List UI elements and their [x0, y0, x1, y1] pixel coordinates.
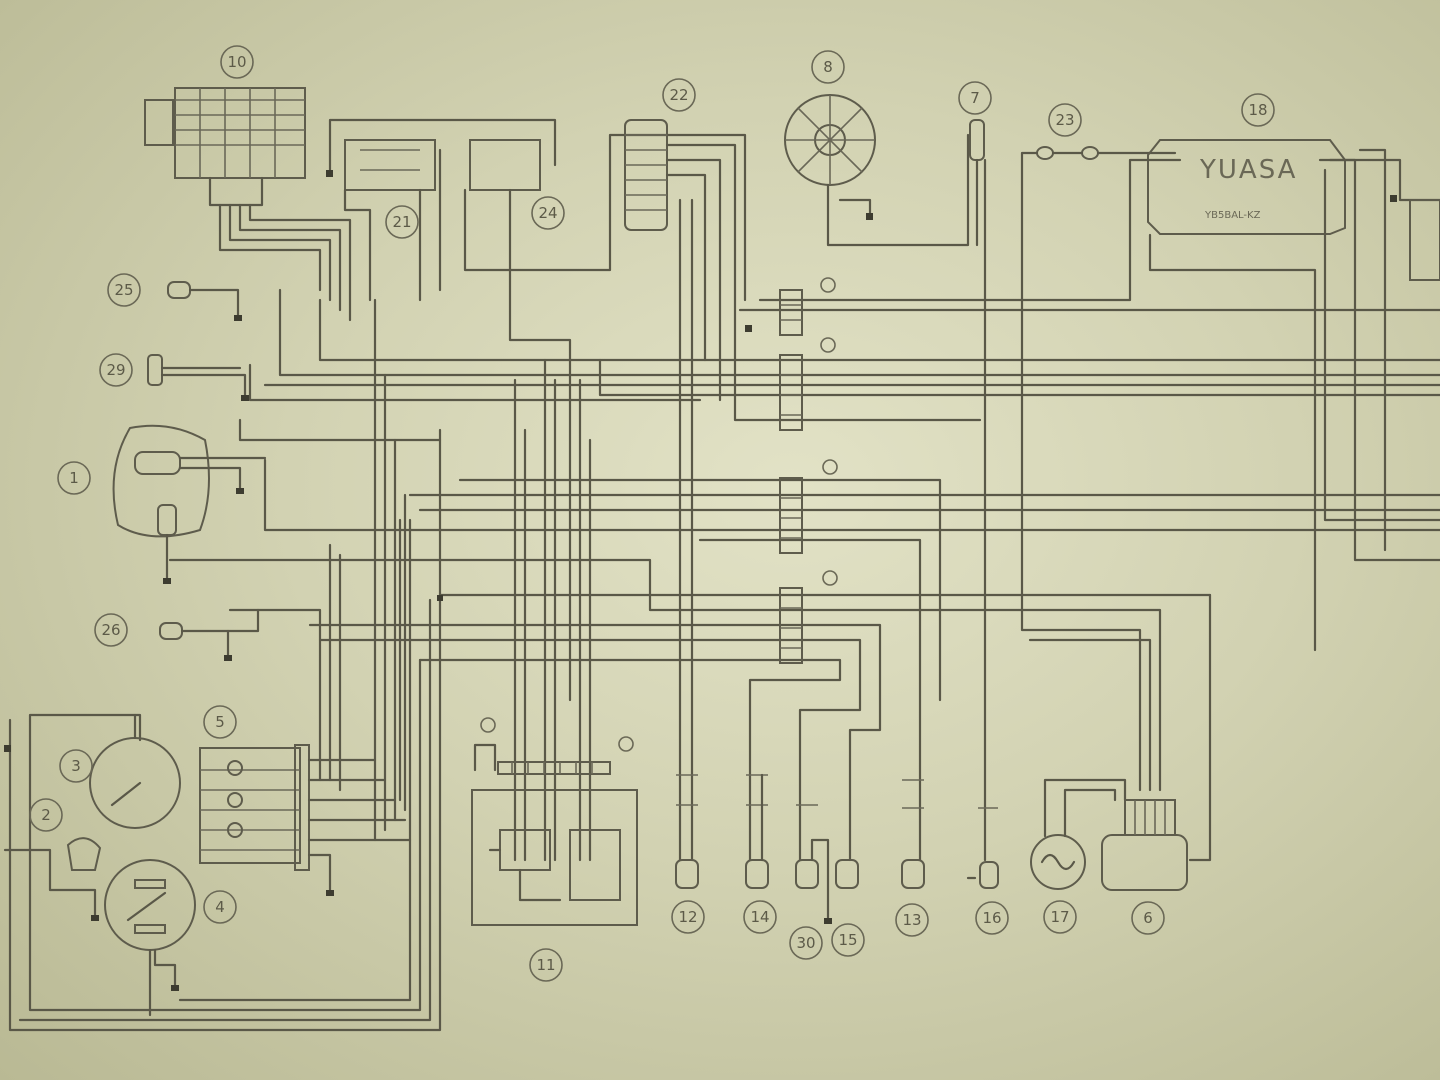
callout-22: 22: [662, 78, 696, 112]
callout-23: 23: [1048, 103, 1082, 137]
battery-brand: YUASA: [1199, 155, 1297, 185]
callout-26: 26: [94, 613, 128, 647]
callout-label: 24: [538, 204, 557, 222]
component-23-main-fuse: [1020, 146, 1177, 792]
callout-2: 2: [29, 798, 63, 832]
callout-24: 24: [531, 196, 565, 230]
callout-label: 10: [227, 53, 246, 71]
connector-block-3: [779, 459, 838, 554]
component-17-generator: [1030, 778, 1127, 890]
callout-14: 14: [743, 900, 777, 934]
callout-label: 25: [114, 281, 133, 299]
callout-4: 4: [203, 890, 237, 924]
component-1-headlight: [112, 424, 267, 584]
bottom-connector-14: [745, 773, 769, 889]
bottom-connector-13: [901, 779, 925, 889]
callout-label: 6: [1143, 909, 1153, 927]
callout-label: 17: [1050, 908, 1069, 926]
callout-3: 3: [59, 749, 93, 783]
callout-label: 30: [796, 934, 815, 952]
callout-25: 25: [107, 273, 141, 307]
bottom-connector-12: [675, 774, 699, 889]
callout-label: 4: [215, 898, 225, 916]
callout-label: 13: [902, 911, 921, 929]
callout-15: 15: [831, 923, 865, 957]
component-4-gauge: [104, 859, 196, 1017]
callout-21: 21: [385, 205, 419, 239]
main-harness: [168, 288, 1440, 862]
callout-label: 16: [982, 909, 1001, 927]
callout-label: 21: [392, 213, 411, 231]
component-18-battery: YUASA YB5BAL-KZ: [758, 139, 1440, 652]
callout-label: 29: [106, 361, 125, 379]
component-24: [463, 133, 747, 702]
component-2-warning-lamp: [3, 837, 102, 921]
callout-30: 30: [789, 926, 823, 960]
callout-label: 1: [69, 469, 79, 487]
callout-10: 10: [220, 45, 254, 79]
component-10-switch-table: [144, 87, 352, 322]
callout-18: 18: [1241, 93, 1275, 127]
junction-dots: [4, 170, 1397, 752]
component-8-alternator: [784, 94, 970, 247]
bottom-connector-30-15: [795, 804, 859, 924]
callout-label: 5: [215, 713, 225, 731]
callout-7: 7: [958, 81, 992, 115]
callout-label: 22: [669, 86, 688, 104]
callout-13: 13: [895, 903, 929, 937]
component-6-regulator: [1101, 799, 1188, 891]
connector-block-2: [779, 337, 836, 431]
callout-label: 3: [71, 757, 81, 775]
callout-label: 14: [750, 908, 769, 926]
callout-6: 6: [1131, 901, 1165, 935]
callout-11: 11: [529, 948, 563, 982]
battery-model: YB5BAL-KZ: [1204, 210, 1261, 221]
callout-label: 7: [970, 89, 980, 107]
left-vertical-bundle: [8, 298, 592, 1032]
callout-12: 12: [671, 900, 705, 934]
connector-block-4: [779, 570, 838, 664]
component-11-ignition-unit: [471, 717, 638, 926]
callout-label: 23: [1055, 111, 1074, 129]
callout-label: 11: [536, 956, 555, 974]
callout-label: 18: [1248, 101, 1267, 119]
component-29-lamp: [147, 354, 249, 401]
callout-label: 2: [41, 806, 51, 824]
component-26-lamp: [159, 608, 260, 661]
component-7-sensor: [969, 119, 987, 862]
component-25-lamp: [167, 281, 242, 321]
callout-label: 8: [823, 58, 833, 76]
component-21-relay: [328, 118, 557, 302]
callout-1: 1: [57, 461, 91, 495]
component-3-gauge: [89, 713, 181, 829]
callout-29: 29: [99, 353, 133, 387]
callout-16: 16: [975, 901, 1009, 935]
callout-17: 17: [1043, 900, 1077, 934]
callout-label: 15: [838, 931, 857, 949]
bottom-connector-16: [966, 807, 999, 889]
callout-label: 12: [678, 908, 697, 926]
component-5-instrument-connector: [199, 744, 412, 896]
connector-block-1: [779, 277, 836, 336]
callout-label: 26: [101, 621, 120, 639]
callout-8: 8: [811, 50, 845, 84]
callout-5: 5: [203, 705, 237, 739]
